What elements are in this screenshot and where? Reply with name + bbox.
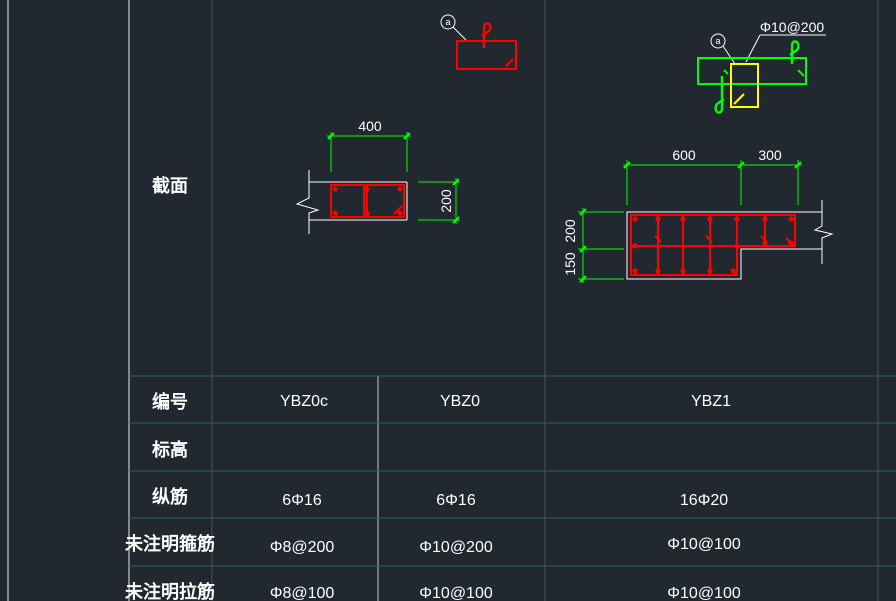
detail-tag-leader xyxy=(452,26,467,41)
hook-corner xyxy=(785,237,794,246)
rebar-dot xyxy=(397,186,403,192)
dim-bottom-height-label: 150 xyxy=(562,252,578,276)
detail-tie-hook xyxy=(733,93,745,105)
detail-tag-label: a xyxy=(715,36,720,46)
ybz0-section: 400 200 xyxy=(295,118,460,234)
ybz1-detail: Φ10@200 a xyxy=(697,19,826,114)
dim-width-label: 400 xyxy=(358,118,382,134)
cell-stirrup-col1: Φ8@200 xyxy=(270,539,335,556)
dim-tick xyxy=(623,161,631,169)
rebar-dot xyxy=(632,243,638,249)
stirrup-inner xyxy=(363,184,405,218)
detail-rebar-label: Φ10@200 xyxy=(760,19,825,35)
rebar-dot xyxy=(364,186,370,192)
wall-outline xyxy=(626,211,822,280)
rebar-dot xyxy=(332,210,338,216)
rebar-dot xyxy=(734,216,740,222)
row-header-id: 编号 xyxy=(152,391,188,412)
row-header-elevation: 标高 xyxy=(151,439,188,460)
break-line xyxy=(813,200,834,264)
cell-stirrup-col3: Φ10@100 xyxy=(667,536,741,553)
rebar-dot xyxy=(734,243,740,249)
detail-hook-green-right xyxy=(797,69,805,77)
detail-stirrup-green xyxy=(697,57,807,85)
dim-tick xyxy=(403,132,411,140)
detail-tag-circle xyxy=(710,33,726,49)
cell-stirrup-col2: Φ10@200 xyxy=(419,539,493,556)
cell-longitudinal-col1: 6Φ16 xyxy=(282,492,322,509)
cell-tie-col2: Φ10@100 xyxy=(419,585,493,601)
detail-tag-circle xyxy=(440,14,456,30)
detail-stirrup-red xyxy=(456,40,517,70)
detail-tag-label: a xyxy=(445,17,450,27)
rebar-dot xyxy=(730,268,736,274)
detail-hook-green-bottom xyxy=(714,76,725,114)
dim-left-width-label: 600 xyxy=(672,147,696,163)
cell-tie-col3: Φ10@100 xyxy=(667,585,741,601)
dim-top-height-label: 200 xyxy=(562,219,578,243)
cell-longitudinal-col2: 6Φ16 xyxy=(436,492,476,509)
rebar-dot xyxy=(332,186,338,192)
rebar-dot xyxy=(762,216,768,222)
rebar-dot xyxy=(788,216,794,222)
rebar-dot xyxy=(655,268,661,274)
rebar-dot xyxy=(632,216,638,222)
dim-tick xyxy=(452,216,460,224)
cell-longitudinal-col3: 16Φ20 xyxy=(680,492,728,509)
cell-id-col2: YBZ0 xyxy=(440,393,480,410)
rebar-dot xyxy=(707,268,713,274)
ybz1-section: 600 300 200 150 xyxy=(562,147,834,283)
dim-tick xyxy=(452,178,460,186)
row-header-section: 截面 xyxy=(152,175,188,196)
dim-tick xyxy=(737,161,745,169)
cell-id-col1: YBZ0c xyxy=(280,393,328,410)
dim-right-width-label: 300 xyxy=(758,147,782,163)
rebar-dot xyxy=(397,210,403,216)
dim-tick xyxy=(579,208,587,216)
table-grid xyxy=(7,0,896,601)
hook-corner xyxy=(654,235,662,243)
row-header-stirrup: 未注明箍筋 xyxy=(125,533,215,554)
hook-corner xyxy=(705,235,713,243)
dim-tick xyxy=(579,275,587,283)
cell-id-col3: YBZ1 xyxy=(691,393,731,410)
rebar-dot xyxy=(707,216,713,222)
detail-hook-red xyxy=(481,22,492,48)
hook-corner xyxy=(393,205,403,215)
row-header-longitudinal: 纵筋 xyxy=(152,486,188,507)
detail-hook-green-top xyxy=(789,40,800,64)
dim-tick xyxy=(794,161,802,169)
hook-corner xyxy=(760,235,768,243)
detail-hook-green-left xyxy=(723,69,729,75)
dim-tick xyxy=(327,132,335,140)
rebar-dot xyxy=(632,268,638,274)
dim-height-label: 200 xyxy=(438,189,454,213)
rebar-dot xyxy=(680,216,686,222)
dim-tick xyxy=(579,245,587,253)
detail-tag-leader xyxy=(722,45,736,65)
detail-hook-corner xyxy=(505,58,514,67)
detail-tie-yellow xyxy=(730,63,759,108)
rebar-dot xyxy=(680,268,686,274)
cell-tie-col1: Φ8@100 xyxy=(270,585,335,601)
rebar-dot xyxy=(655,216,661,222)
break-line xyxy=(295,170,320,234)
rebar-dot xyxy=(364,210,370,216)
row-header-tie: 未注明拉筋 xyxy=(125,581,215,601)
ybz0-detail: a xyxy=(440,14,517,70)
